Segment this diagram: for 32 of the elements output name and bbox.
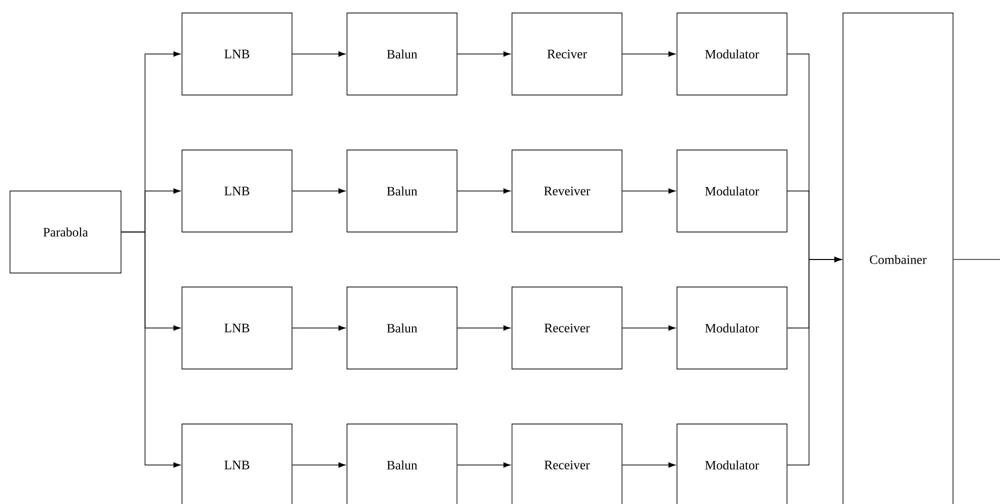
- process-box: LNB: [182, 150, 292, 232]
- arrow: [622, 325, 676, 331]
- arrow: [622, 462, 676, 468]
- arrow: [121, 232, 180, 468]
- process-box: Modulator: [676, 424, 788, 504]
- arrow: [457, 462, 510, 468]
- process-box: Parabola: [10, 190, 122, 274]
- process-box: Modulator: [676, 12, 788, 96]
- process-box: Reveiver: [512, 150, 622, 232]
- process-box: Balun: [346, 424, 458, 504]
- arrow: [622, 51, 676, 57]
- arrow: [292, 325, 346, 331]
- arrow: [292, 51, 346, 57]
- process-box: LNB: [182, 286, 292, 370]
- process-box: Modulator: [676, 286, 788, 370]
- arrow: [457, 325, 510, 331]
- arrow: [457, 188, 510, 194]
- process-box: Balun: [346, 12, 458, 96]
- process-box: LNB: [182, 12, 292, 96]
- process-box: Modulator: [676, 150, 788, 232]
- process-box: LNB: [182, 424, 292, 504]
- process-box: Receiver: [512, 286, 622, 370]
- arrow: [292, 188, 346, 194]
- arrow: [787, 256, 842, 466]
- process-box: Receiver: [512, 424, 622, 504]
- arrow: [292, 462, 346, 468]
- arrow: [622, 188, 676, 194]
- process-box: Balun: [346, 286, 458, 370]
- arrow: [457, 51, 510, 57]
- process-box: Combainer: [842, 12, 954, 504]
- process-box: Reciver: [512, 12, 622, 96]
- process-box: Balun: [346, 150, 458, 232]
